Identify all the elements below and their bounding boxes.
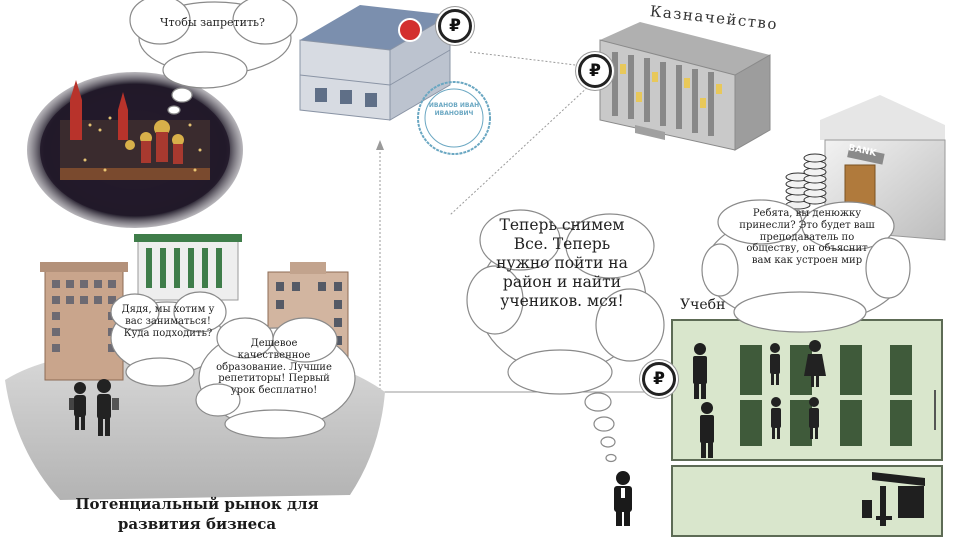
moscow-kremlin-image [27, 72, 243, 228]
bubble-now-text: Теперь снимем Все. Теперь нужно пойти на… [496, 216, 628, 310]
parent-child-figures [69, 379, 119, 436]
arrowhead-up [376, 140, 384, 150]
bubble-kids-text: Ребята, вы денюжку принесли? Это будет в… [739, 208, 875, 267]
ruble-icon-treasury: ₽ [578, 54, 612, 88]
cloud-uncle [110, 291, 227, 387]
classroom-label: Учебн [680, 297, 726, 313]
bubble-ban-text: Чтобы запретить? [160, 16, 265, 29]
ruble-icon-classroom: ₽ [642, 362, 676, 396]
cloud-now [466, 209, 665, 463]
market-label: Потенциальный рынок для развития бизнеса [75, 495, 319, 534]
stamp-text: ИВАНОВ ИВАН ИВАНОВИЧ [428, 102, 480, 117]
treasury-building-illustration [599, 22, 771, 151]
coin-stacks-illustration [785, 153, 827, 210]
cloud-ban [129, 0, 298, 115]
seal-stamp [417, 81, 491, 155]
businessman-figure [614, 471, 632, 526]
cloud-kids [701, 199, 911, 333]
bubble-ad-text: Дешевое качественное образование. Лучшие… [216, 338, 332, 397]
classroom-illustration [671, 319, 943, 537]
grey-house-illustration [299, 5, 451, 121]
cloud-ad [195, 317, 356, 439]
speech-clouds [110, 0, 911, 463]
ruble-icon-house: ₽ [438, 9, 472, 43]
bubble-uncle-text: Дядя, мы хотим у вас заниматься! Куда по… [121, 304, 215, 339]
